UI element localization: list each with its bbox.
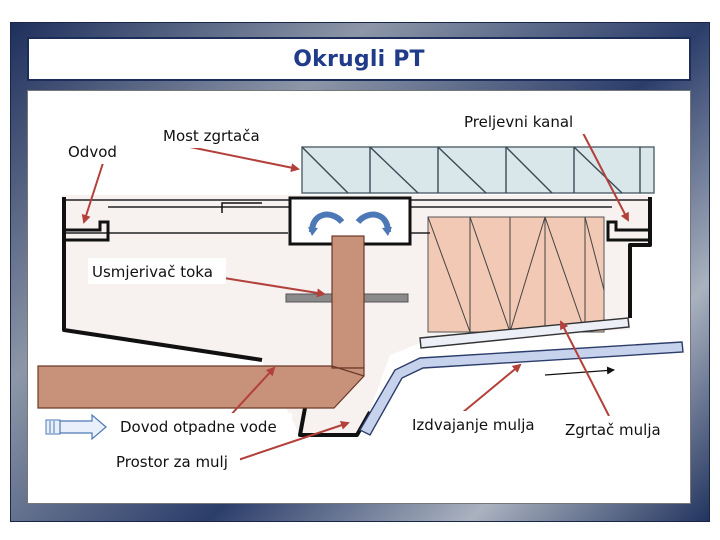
arrow-prostor: [231, 420, 350, 463]
effluent-weir-right: [606, 220, 650, 242]
sludge-scraper: [419, 317, 630, 349]
page-title: Okrugli PT: [293, 46, 425, 72]
effluent-weir-left: [64, 220, 110, 242]
influent-pipe: [37, 235, 365, 409]
label-odvod: Odvod: [68, 143, 117, 161]
label-prostor: Prostor za mulj: [116, 453, 228, 471]
label-dovod: Dovod otpadne vode: [120, 418, 277, 436]
arrow-usmjerivac: [223, 277, 326, 298]
arrow-odvod: [81, 162, 104, 224]
sludge-zone: [427, 216, 605, 333]
label-izdvajanje: Izdvajanje mulja: [412, 416, 535, 434]
arrow-most: [184, 145, 300, 173]
arrow-izdvajanje: [461, 363, 522, 414]
label-bg-zgrtac: [560, 416, 676, 442]
walkway-rails: [62, 199, 650, 234]
annotation-arrows: [81, 132, 629, 463]
label-bg-dovod: [116, 413, 292, 439]
arrow-zgrtac: [560, 320, 610, 417]
label-most: Most zgrtača: [163, 127, 260, 145]
label-bg-prostor: [112, 448, 240, 474]
label-bg-most: [158, 122, 288, 148]
label-usmjerivac: Usmjerivač toka: [92, 263, 213, 281]
scraper-direction-arrow: [544, 366, 615, 376]
arrow-preljevni: [582, 132, 629, 222]
label-bg-odvod: [58, 138, 136, 164]
bridge-truss: [301, 146, 655, 194]
flow-deflector-icons: [308, 211, 392, 236]
label-bg-izdvajanje: [406, 411, 544, 437]
arrow-dovod: [227, 366, 276, 419]
sludge-drain-pipe: [359, 341, 684, 436]
title-bar: Okrugli PT: [27, 37, 691, 81]
level-indicator: [221, 202, 262, 213]
label-zgrtac: Zgrtač mulja: [565, 421, 661, 439]
label-preljevni: Preljevni kanal: [464, 113, 573, 131]
label-bg-usmjerivac: [88, 258, 226, 284]
influent-arrow-icon: [45, 413, 107, 441]
label-bg-preljevni: [456, 108, 592, 134]
sludge-zone-diagonals: [427, 216, 605, 333]
bridge-truss-members: [301, 146, 641, 194]
